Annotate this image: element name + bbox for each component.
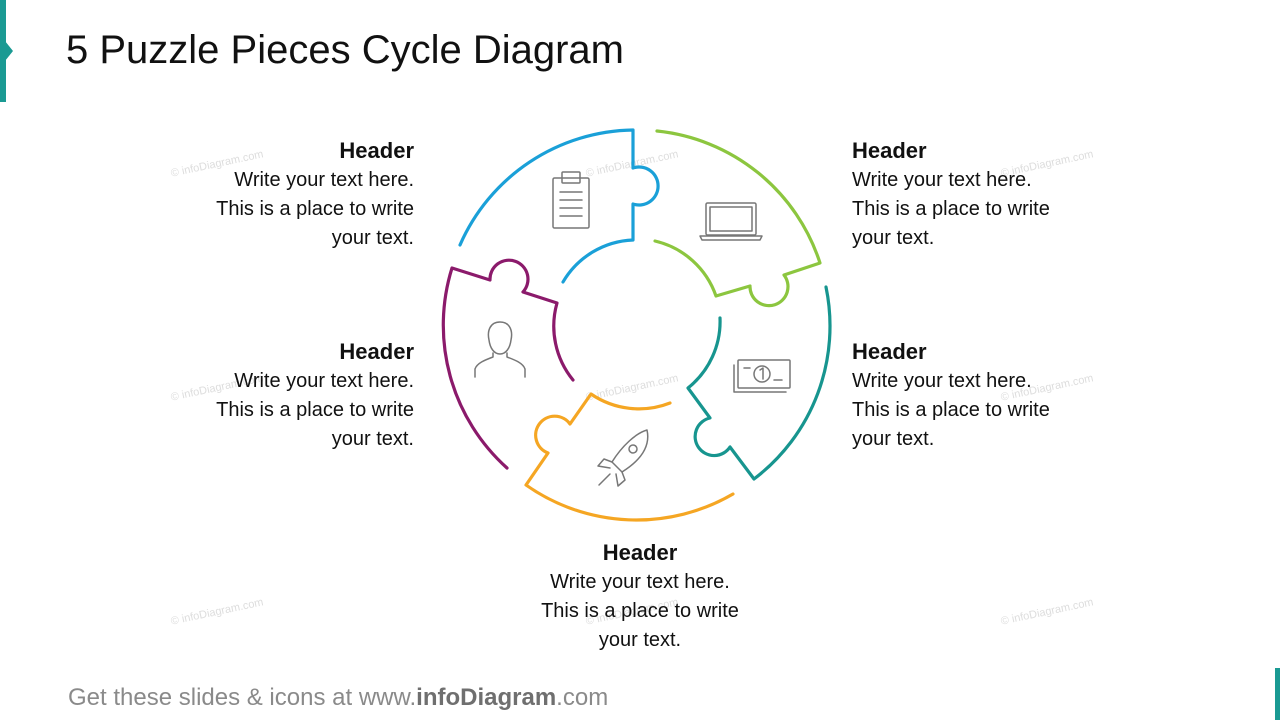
item-header: Header	[339, 138, 414, 163]
puzzle-piece-purple	[441, 258, 575, 470]
puzzle-piece-blue	[458, 128, 660, 284]
item-header: Header	[339, 339, 414, 364]
puzzle-piece-green	[653, 129, 822, 308]
accent-bar	[0, 0, 6, 102]
accent-notch	[5, 41, 13, 61]
item-text: Write your text here. This is a place to…	[541, 571, 739, 651]
item-block-top-left: Header Write your text here. This is a p…	[184, 136, 414, 253]
footer-credit: Get these slides & icons at www.infoDiag…	[68, 684, 608, 712]
item-header: Header	[602, 540, 678, 565]
laptop-icon	[699, 202, 763, 241]
item-header: Header	[852, 339, 927, 364]
clipboard-icon	[552, 171, 590, 229]
slide-title: 5 Puzzle Pieces Cycle Diagram	[66, 28, 624, 72]
item-block-left: Header Write your text here. This is a p…	[184, 337, 414, 454]
puzzle-piece-teal	[686, 285, 832, 481]
footer-brand: infoDiagram	[416, 684, 557, 711]
item-text: Write your text here. This is a place to…	[216, 370, 414, 450]
item-text: Write your text here. This is a place to…	[852, 169, 1050, 249]
corner-accent-bar	[1275, 668, 1280, 720]
person-icon	[474, 321, 526, 378]
item-block-right: Header Write your text here. This is a p…	[852, 337, 1082, 454]
item-header: Header	[852, 138, 927, 163]
item-text: Write your text here. This is a place to…	[216, 169, 414, 249]
item-text: Write your text here. This is a place to…	[852, 370, 1050, 450]
footer-suffix: .com	[556, 684, 609, 711]
money-icon	[733, 359, 791, 393]
item-block-bottom: Header Write your text here. This is a p…	[525, 538, 755, 655]
item-block-top-right: Header Write your text here. This is a p…	[852, 136, 1082, 253]
footer-prefix: Get these slides & icons at www.	[68, 684, 417, 711]
puzzle-piece-orange	[524, 392, 735, 522]
rocket-icon	[597, 429, 649, 487]
